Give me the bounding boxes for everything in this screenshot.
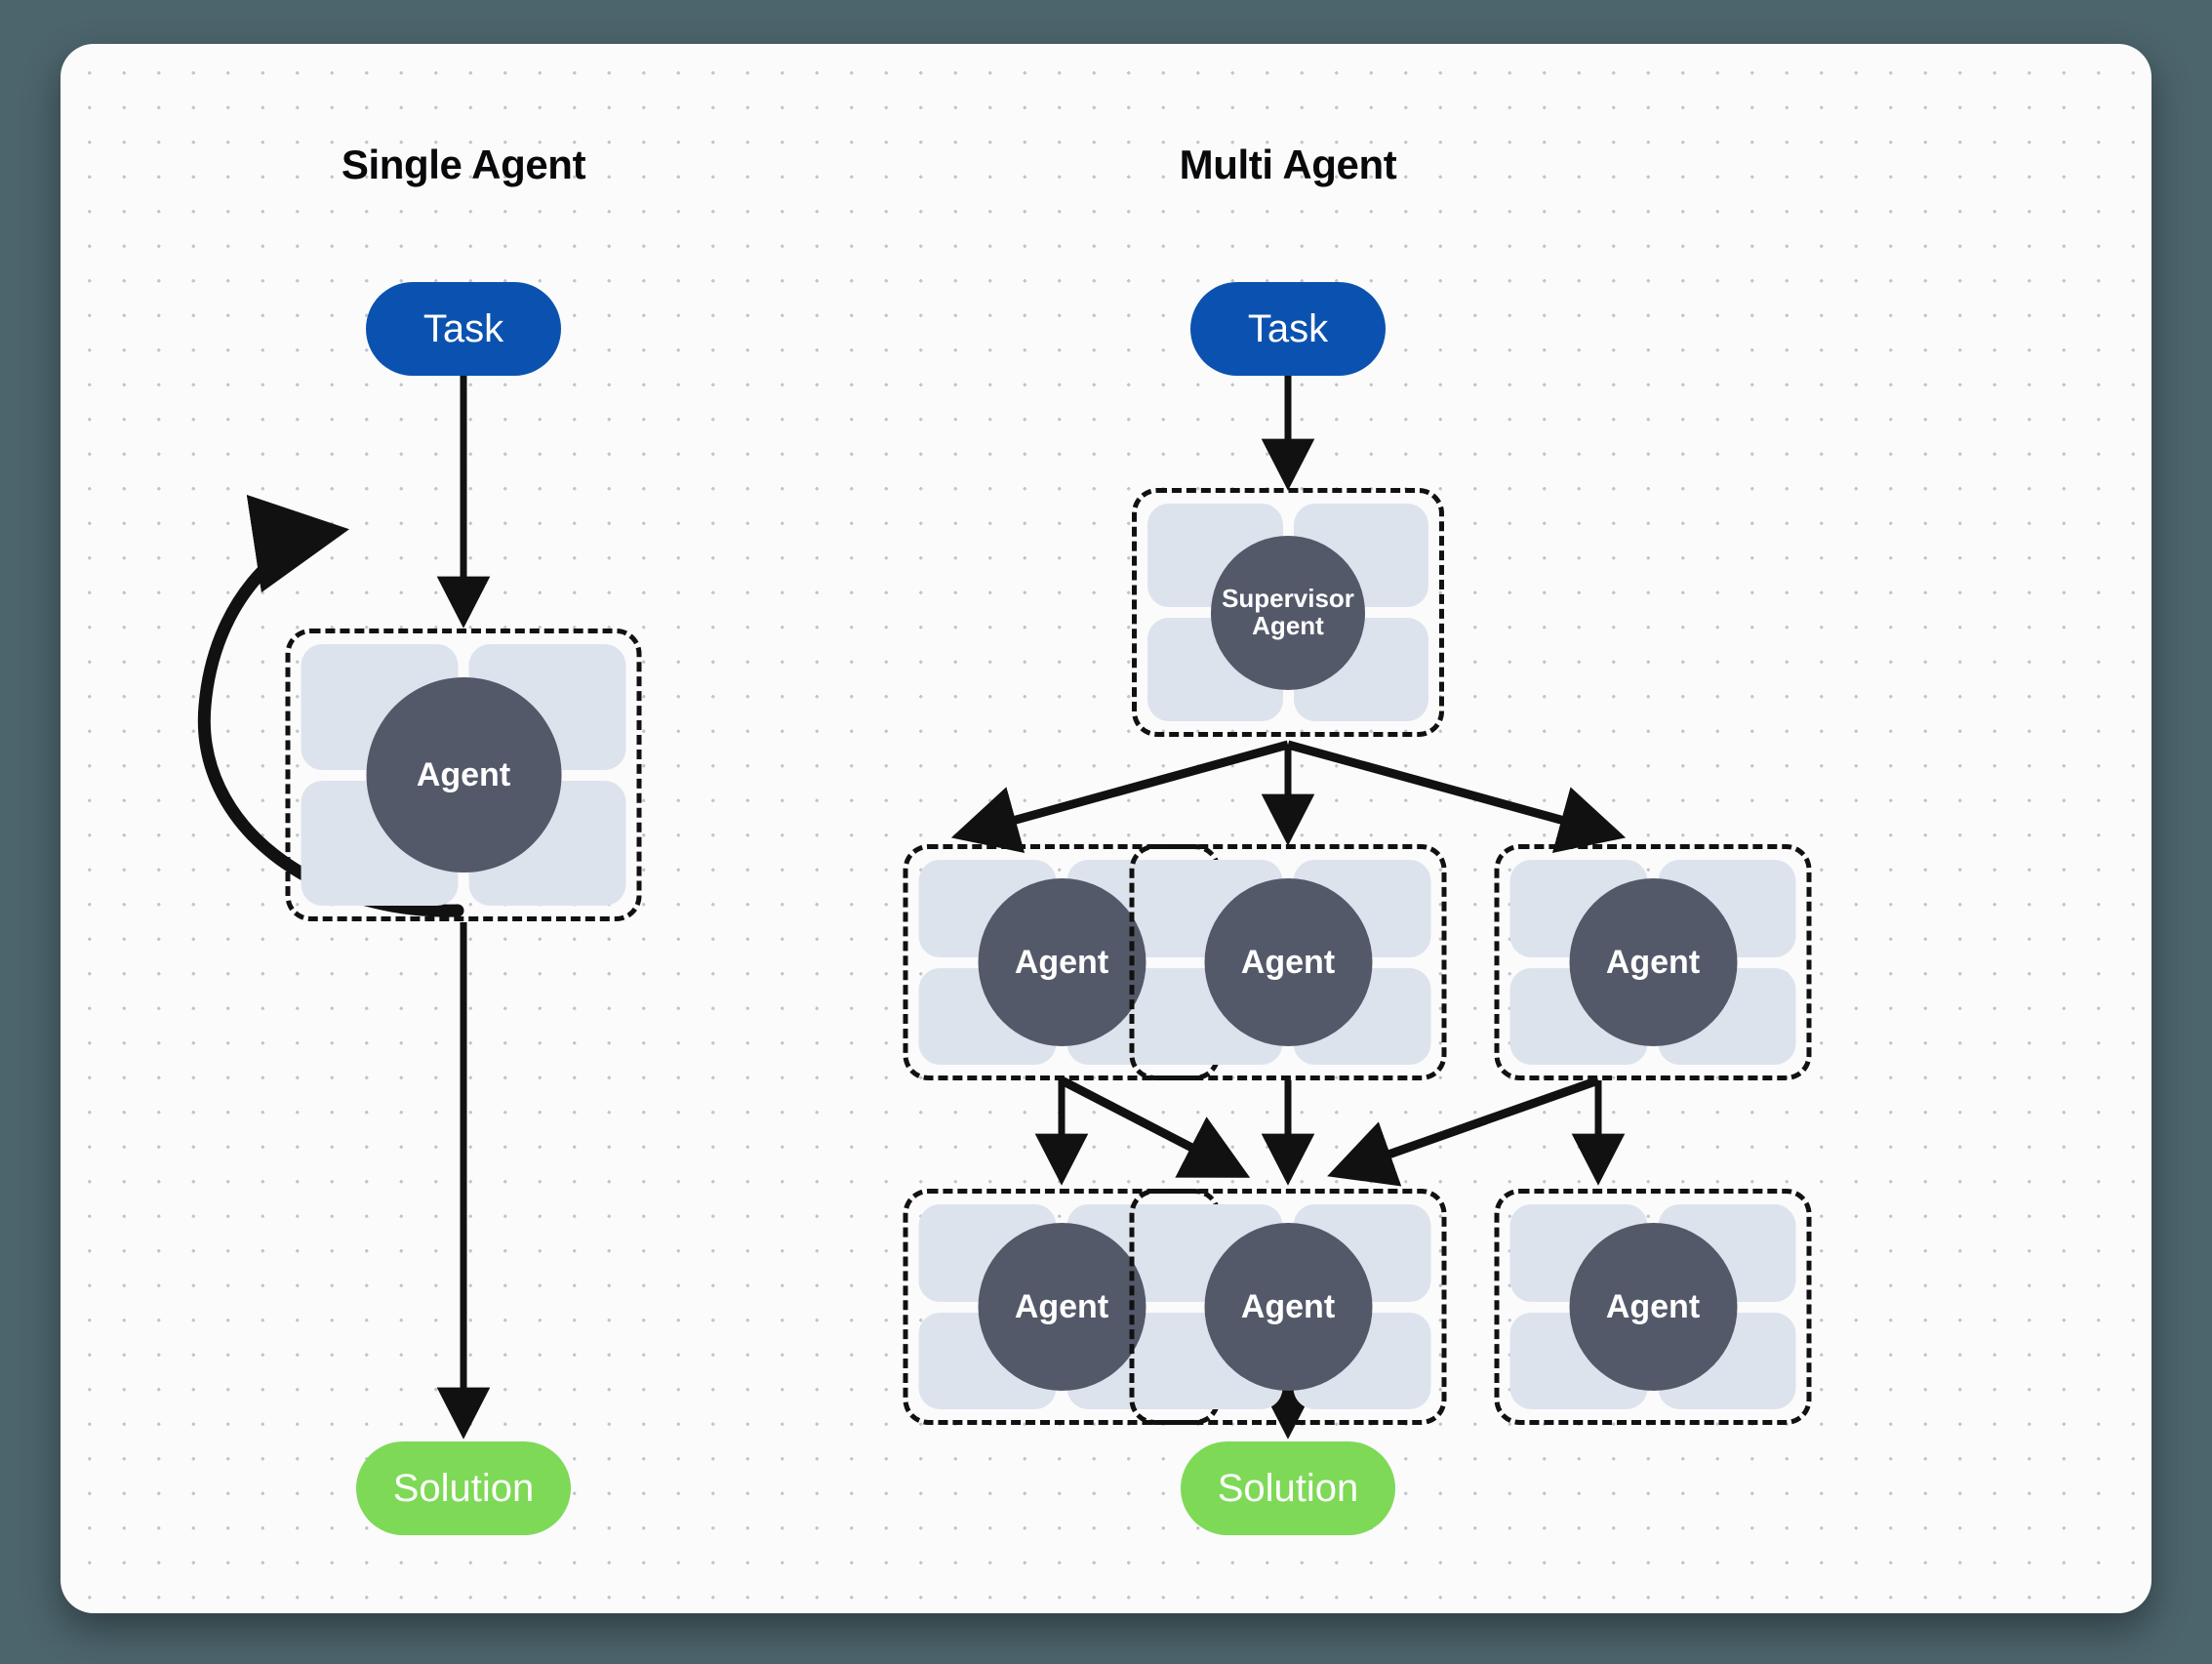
agent-label: Agent [1240,943,1336,981]
node-task-multi[interactable]: Task [1190,282,1386,376]
node-agent-row1-middle[interactable]: Agent [1129,844,1447,1080]
agent-label: Agent [1014,1287,1109,1325]
node-agent-row2-right[interactable]: Agent [1494,1189,1812,1425]
node-agent-row2-left[interactable]: Agent [903,1189,1221,1425]
edge-supervisor-to-agent-3 [1286,740,1627,854]
solution-label-single: Solution [392,1466,535,1510]
agent-label: Agent [1240,1287,1336,1325]
task-label-single: Task [422,306,504,350]
agent-circle-row2-middle: Agent [1204,1223,1372,1391]
edge-agent-1-to-agent-5 [1059,1076,1251,1178]
solution-label-multi: Solution [1217,1466,1359,1510]
node-supervisor-agent[interactable]: Supervisor Agent [1132,488,1444,737]
agent-circle-row1-middle: Agent [1204,878,1372,1046]
page-title-multi-agent: Multi Agent [1179,142,1397,187]
edge-supervisor-to-agent-1 [950,740,1290,853]
task-label-multi: Task [1247,306,1329,350]
agent-circle-row2-right: Agent [1569,1223,1737,1391]
diagram-canvas: Single Agent Task Agent Solution Multi A… [60,44,2152,1613]
agent-label: Agent [1605,1287,1701,1325]
node-agent-single[interactable]: Agent [285,629,642,921]
agent-circle-single: Agent [366,677,561,873]
node-task-single[interactable]: Task [366,282,561,376]
node-agent-row1-right[interactable]: Agent [1494,844,1812,1080]
agent-label: Agent [1605,943,1701,981]
supervisor-label-line1: Supervisor [1222,583,1354,613]
node-solution-multi[interactable]: Solution [1181,1441,1395,1535]
node-agent-row2-middle[interactable]: Agent [1129,1189,1447,1425]
agent-circle-row2-left: Agent [978,1223,1146,1391]
agent-circle-row1-right: Agent [1569,878,1737,1046]
edge-agent-3-to-agent-5 [1327,1076,1600,1187]
node-solution-single[interactable]: Solution [356,1441,571,1535]
page-title-single-agent: Single Agent [341,142,586,187]
agent-circle-row1-left: Agent [978,878,1146,1046]
agent-label-single: Agent [416,755,511,793]
agent-label: Agent [1014,943,1109,981]
agent-tile-grid [1509,860,1796,1065]
supervisor-label-line2: Agent [1252,610,1324,640]
agent-circle-supervisor: Supervisor Agent [1211,535,1365,690]
